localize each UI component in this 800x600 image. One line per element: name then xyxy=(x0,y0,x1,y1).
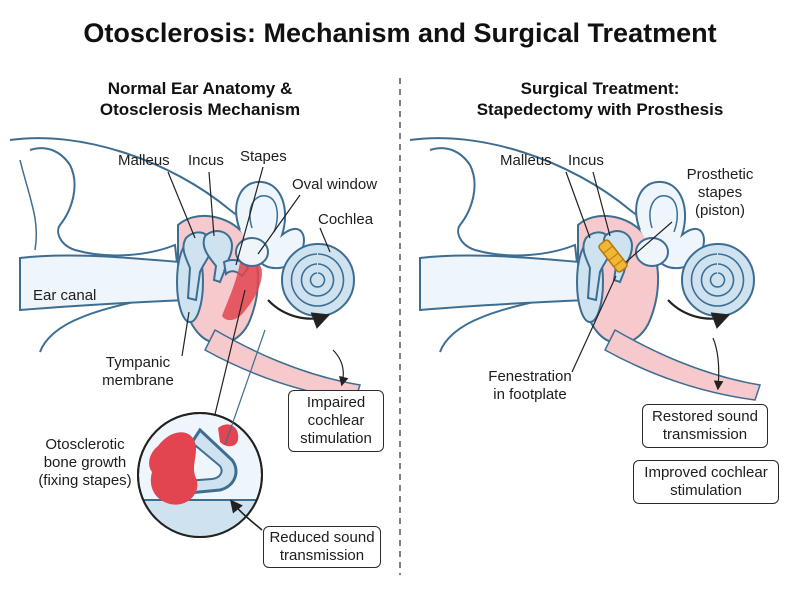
left-otosclerotic-focus xyxy=(222,259,262,321)
left-leader-lines xyxy=(144,166,349,463)
left-flow-arrow xyxy=(267,299,331,329)
left-outer-ear xyxy=(29,147,182,353)
impaired-stimulation-box: Impaired cochlear stimulation xyxy=(288,390,384,452)
label-stapes: Stapes xyxy=(240,148,287,165)
growth-line3: (fixing stapes) xyxy=(38,472,132,489)
right-heading-line1: Surgical Treatment: xyxy=(520,79,680,98)
prosthetic-line2: stapes xyxy=(697,184,743,201)
impaired-line1: Impaired xyxy=(306,394,366,411)
restored-line1: Restored sound xyxy=(652,408,758,425)
fenestration-line1: Fenestration xyxy=(488,368,572,385)
improved-line2: stimulation xyxy=(670,482,742,499)
label-otosclerotic-growth: Otosclerotic bone growth (fixing stapes) xyxy=(30,436,140,490)
label-cochlea: Cochlea xyxy=(318,211,374,228)
reduced-line1: Reduced sound xyxy=(269,529,375,546)
prosthetic-line1: Prosthetic xyxy=(686,166,754,183)
label-malleus-left: Malleus xyxy=(118,152,170,169)
improved-line1: Improved cochlear xyxy=(644,464,768,481)
label-ear-canal: Ear canal xyxy=(33,287,97,304)
reduced-arrow xyxy=(230,499,263,531)
fenestration-line2: in footplate xyxy=(493,386,567,403)
page-title: Otosclerosis: Mechanism and Surgical Tre… xyxy=(83,18,717,48)
right-heading-line2: Stapedectomy with Prosthesis xyxy=(476,100,724,119)
label-fenestration: Fenestration in footplate xyxy=(470,368,590,404)
impaired-line2: cochlear xyxy=(307,412,365,429)
label-incus-right: Incus xyxy=(568,152,604,169)
label-tympanic-membrane: Tympanic membrane xyxy=(88,354,188,390)
right-panel-heading: Surgical Treatment: Stapedectomy with Pr… xyxy=(440,78,760,120)
tympanic-line2: membrane xyxy=(102,372,174,389)
right-ear-illustration xyxy=(409,137,761,401)
reduced-line2: transmission xyxy=(279,547,365,564)
tympanic-line1: Tympanic xyxy=(105,354,171,371)
restored-transmission-box: Restored sound transmission xyxy=(642,404,768,448)
improved-stimulation-box: Improved cochlear stimulation xyxy=(633,460,779,504)
impaired-line3: stimulation xyxy=(300,430,372,447)
reduced-transmission-box: Reduced sound transmission xyxy=(263,526,381,568)
growth-line2: bone growth xyxy=(43,454,127,471)
label-malleus-right: Malleus xyxy=(500,152,552,169)
restored-line2: transmission xyxy=(662,426,748,443)
prosthetic-line3: (piston) xyxy=(694,202,746,219)
left-heading-line1: Normal Ear Anatomy & xyxy=(107,79,293,98)
label-incus-left: Incus xyxy=(188,152,224,169)
growth-line1: Otosclerotic xyxy=(45,436,125,453)
label-prosthetic-stapes: Prosthetic stapes (piston) xyxy=(670,166,770,220)
label-oval-window: Oval window xyxy=(292,176,378,193)
left-panel-heading: Normal Ear Anatomy & Otosclerosis Mechan… xyxy=(70,78,330,120)
left-heading-line2: Otosclerosis Mechanism xyxy=(99,100,301,119)
prosthetic-piston xyxy=(598,239,628,273)
right-leader-lines xyxy=(565,171,724,391)
magnified-bone-growth xyxy=(149,432,198,505)
